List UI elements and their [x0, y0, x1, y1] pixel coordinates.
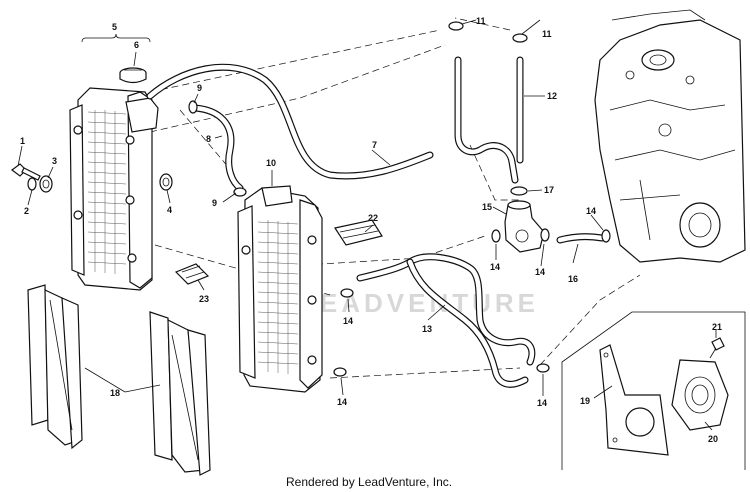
- right-radiator-core: [257, 220, 299, 374]
- leader-lines: [17, 19, 717, 431]
- callout-4: 4: [167, 205, 172, 215]
- left-radiator-core: [87, 110, 127, 274]
- overflow-hose: [146, 63, 434, 180]
- engine-block: [594, 9, 746, 263]
- callout-16: 16: [568, 274, 578, 284]
- callout-18: 18: [110, 388, 120, 398]
- gasket-plate: [599, 344, 669, 456]
- inset-box: [561, 311, 746, 470]
- sponge-22: [334, 219, 383, 246]
- callout-14-radiator-top: 14: [343, 316, 353, 326]
- callout-11-left: 11: [476, 16, 486, 26]
- callout-13: 13: [422, 324, 432, 334]
- hose-16: [556, 233, 606, 244]
- hose-8: [191, 104, 244, 192]
- bolt-and-grommet: [11, 163, 53, 193]
- sponge-23: [174, 263, 210, 285]
- callout-19: 19: [580, 396, 590, 406]
- callout-11-right: 11: [542, 29, 552, 39]
- callout-3: 3: [52, 156, 57, 166]
- callout-1: 1: [20, 136, 25, 146]
- callout-labels: 5 6 1 3 2 4 9 8 9 10 7 11 11 12 17 15 22…: [20, 16, 722, 444]
- right-radiator: [237, 185, 323, 393]
- callout-14-thermo-left: 14: [490, 262, 500, 272]
- clamp-17: [510, 186, 528, 196]
- callout-12: 12: [547, 91, 557, 101]
- callout-8: 8: [206, 134, 211, 144]
- assembly-dash-lines: [149, 17, 641, 379]
- hose-12: [454, 56, 524, 184]
- callout-22: 22: [368, 213, 378, 223]
- callout-14-thermo-right: 14: [535, 267, 545, 277]
- callout-15: 15: [482, 202, 492, 212]
- radiator-guards: [27, 284, 211, 476]
- callout-14-engine: 14: [586, 206, 596, 216]
- callout-23: 23: [199, 294, 209, 304]
- grommet-4: [159, 173, 173, 191]
- callout-5: 5: [112, 22, 117, 32]
- callout-9-top: 9: [197, 83, 202, 93]
- watermark-text: LEADVENTURE: [300, 288, 539, 318]
- callout-14-hose-bottom: 14: [537, 398, 547, 408]
- callout-9-bottom: 9: [212, 198, 217, 208]
- hose-13: [356, 253, 536, 388]
- clamps-9: [188, 100, 247, 197]
- water-pump-cover: [671, 359, 729, 431]
- callout-7: 7: [372, 140, 377, 150]
- callout-21: 21: [712, 322, 722, 332]
- clamps-14: [333, 228, 611, 377]
- left-radiator: [69, 87, 159, 291]
- bolt-21: [709, 337, 725, 359]
- radiator-cap: [119, 67, 147, 84]
- callout-10: 10: [266, 158, 276, 168]
- credit-text: Rendered by LeadVenture, Inc.: [286, 475, 452, 489]
- thermostat-housing: [504, 200, 545, 253]
- callout-17: 17: [544, 185, 554, 195]
- callout-20: 20: [708, 434, 718, 444]
- callout-14-radiator-bottom: 14: [337, 397, 347, 407]
- clamps-11: [448, 21, 528, 43]
- callout-2: 2: [24, 206, 29, 216]
- callout-6: 6: [134, 40, 139, 50]
